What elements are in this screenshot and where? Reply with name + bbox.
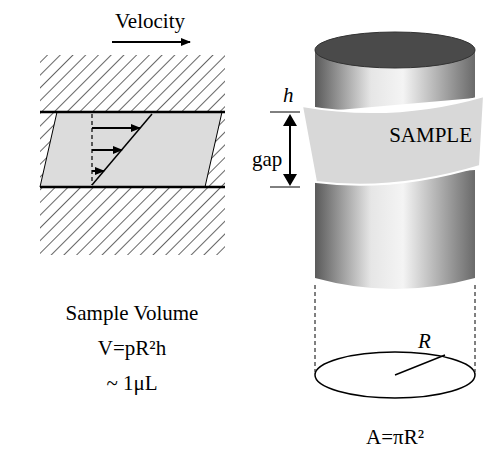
- volume-heading: Sample Volume: [66, 302, 199, 325]
- lower-cylinder: [315, 170, 475, 289]
- radius-symbol: R: [418, 330, 431, 353]
- sample-band: SAMPLE: [298, 92, 490, 188]
- lower-plate-edge: [40, 186, 225, 189]
- volume-value: ~ 1μL: [106, 372, 157, 395]
- gap-label: gap: [252, 148, 282, 171]
- hatched-plates: [40, 55, 225, 255]
- volume-formula: V=pR²h: [98, 337, 166, 360]
- radius-line: [395, 355, 445, 375]
- upper-plate-edge: [40, 111, 225, 114]
- velocity-arrow: [112, 41, 190, 43]
- gap-height-symbol: h: [283, 84, 294, 107]
- cylinder-top: [315, 32, 475, 68]
- area-formula: A=πR²: [366, 426, 424, 449]
- sample-label: SAMPLE: [389, 124, 472, 147]
- velocity-label: Velocity: [115, 10, 185, 33]
- sample-layer: [40, 112, 222, 187]
- area-ellipse: [315, 352, 475, 398]
- gap-arrow: [289, 124, 291, 176]
- velocity-profile: [92, 114, 152, 185]
